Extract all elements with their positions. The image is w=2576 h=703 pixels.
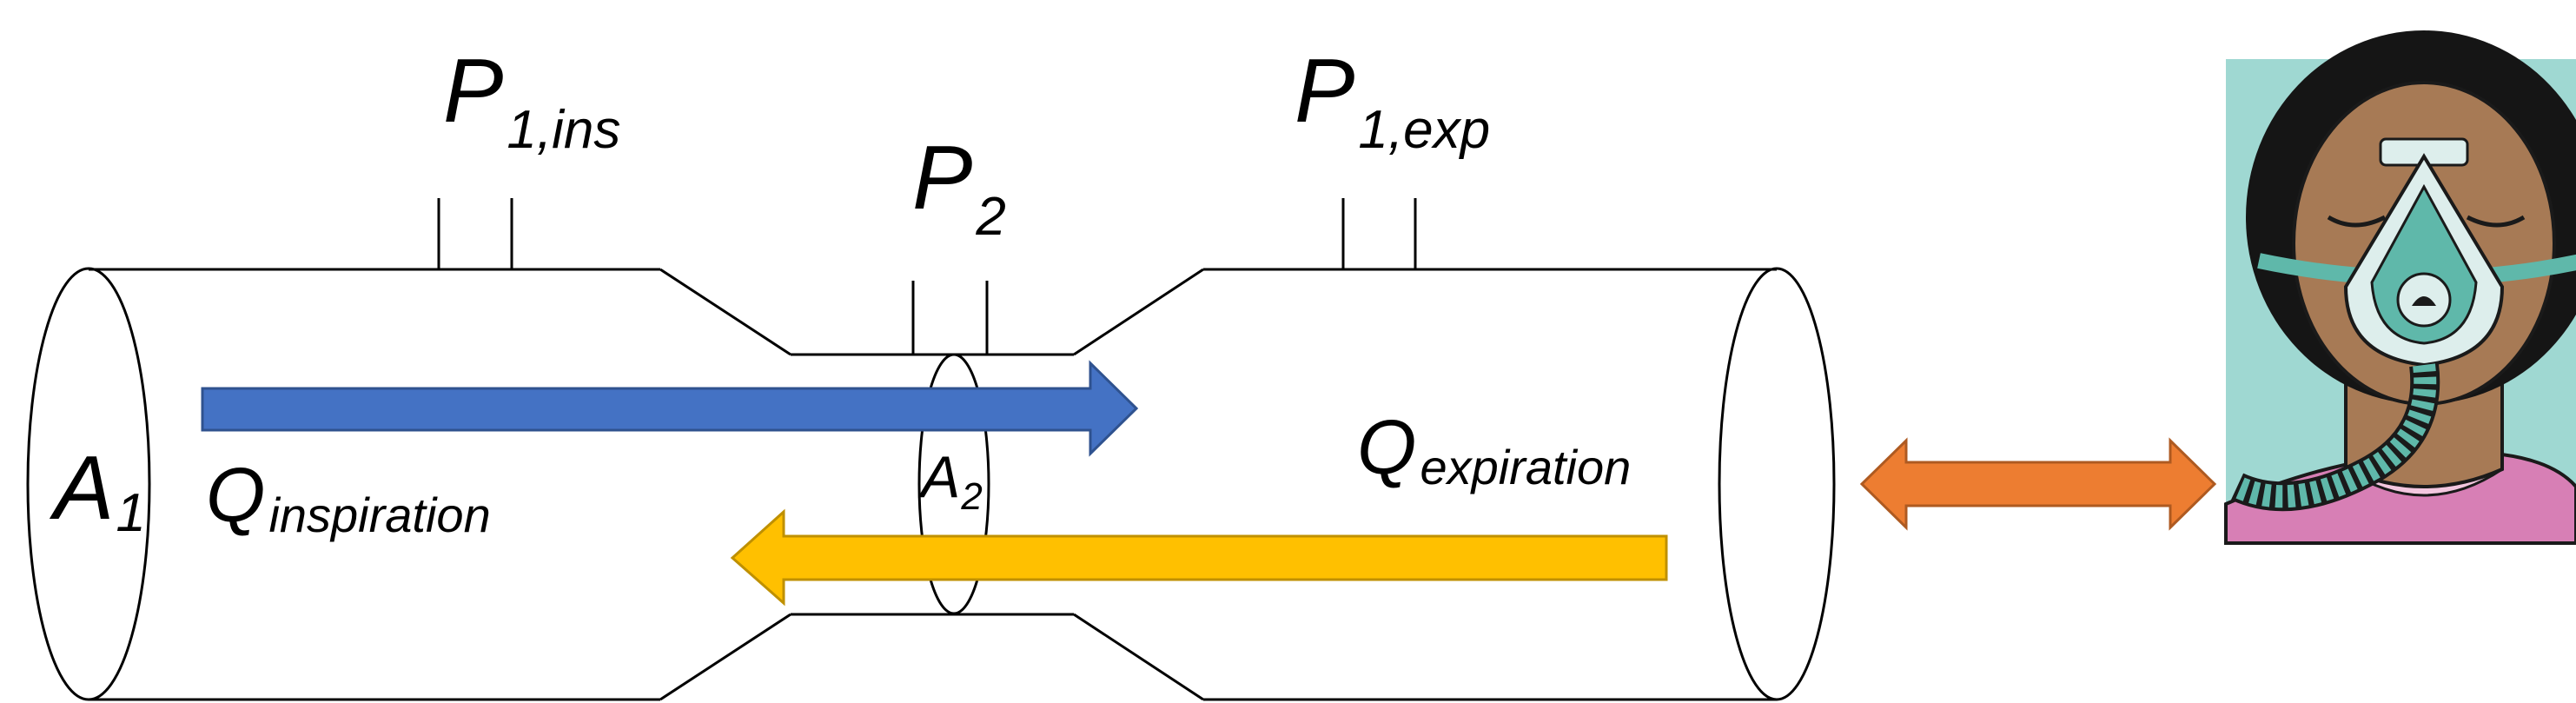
patient-with-cpap-mask-icon [2224,30,2576,545]
cross-section-a2 [917,353,990,615]
label-p1-exp: P1,exp [1295,41,1490,160]
label-a1: A1 [49,438,146,543]
label-p1-ins: P1,ins [443,41,620,160]
patient-connection-double-arrow [1859,437,2217,531]
venturi-tube [26,198,1836,701]
label-q-inspiration: Qinspiration [206,452,491,542]
tube-diverge-top [1073,268,1204,356]
tube-diverge-bottom [1073,613,1204,701]
inspiration-flow-arrow [201,360,1139,457]
tube-converge-top [659,268,791,356]
label-a2: A2 [917,444,983,518]
cross-section-a1 [26,267,151,701]
expiration-flow-arrow [730,508,1668,607]
label-p2: P2 [912,128,1006,247]
tube-right-end [1718,267,1836,701]
tube-converge-bottom [659,613,791,701]
label-q-expiration: Qexpiration [1357,404,1631,494]
